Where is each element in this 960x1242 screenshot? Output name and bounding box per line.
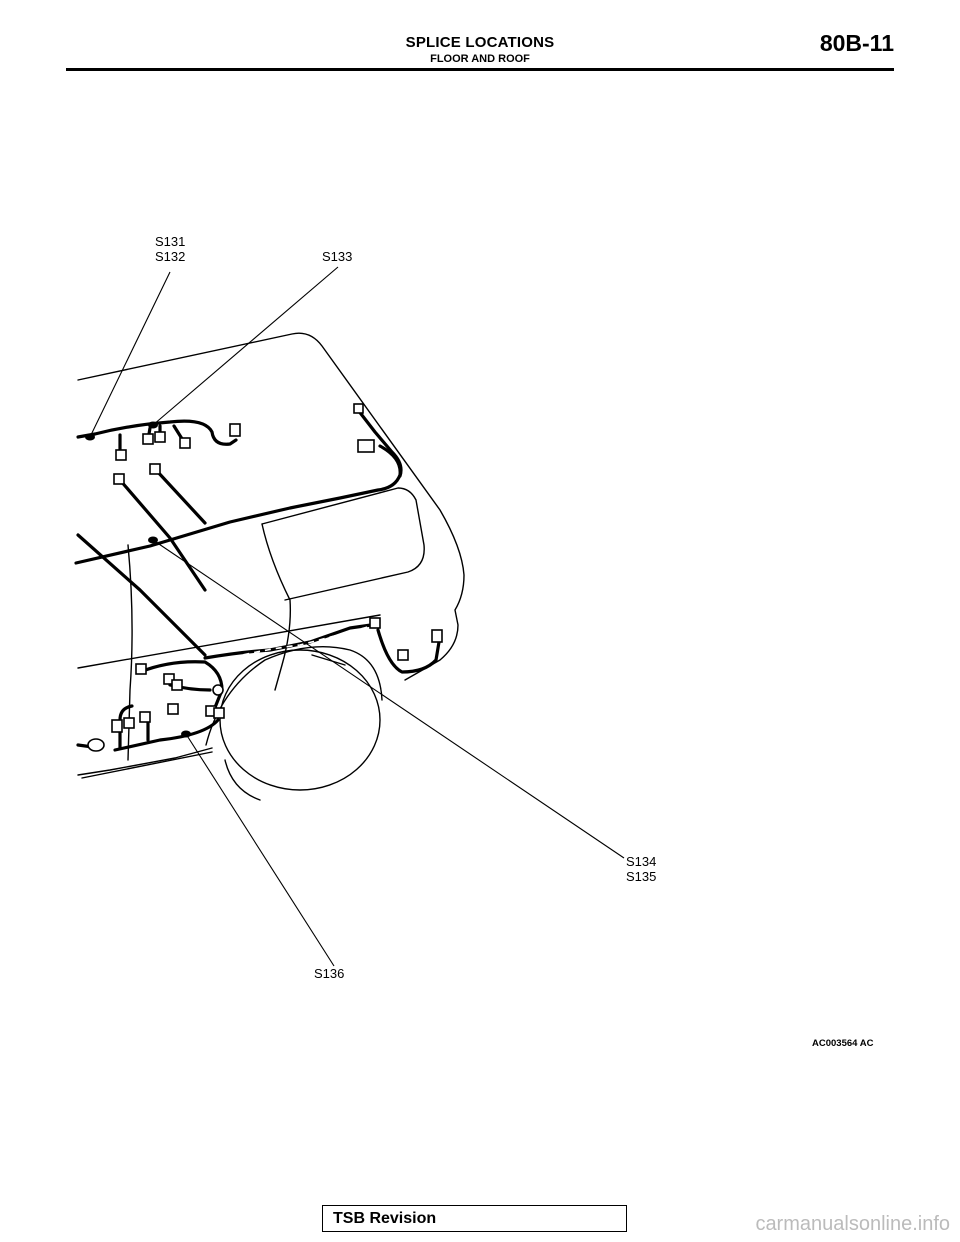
callout-s134: S134	[626, 854, 656, 869]
figure-id: AC003564 AC	[812, 1038, 874, 1049]
wiring-harness	[74, 408, 442, 752]
page-header: SPLICE LOCATIONS FLOOR AND ROOF 80B-11	[0, 0, 960, 80]
subsection-title: FLOOR AND ROOF	[430, 53, 530, 65]
callout-s132: S132	[155, 249, 185, 264]
callout-s131: S131	[155, 234, 185, 249]
vehicle-body-outline	[77, 332, 465, 801]
leader-lines	[89, 266, 625, 967]
watermark: carmanualsonline.info	[755, 1213, 950, 1235]
header-rule	[66, 68, 894, 71]
callout-s135: S135	[626, 869, 656, 884]
section-title: SPLICE LOCATIONS	[405, 34, 555, 51]
callout-s136: S136	[314, 966, 344, 981]
tsb-revision-box: TSB Revision	[322, 1205, 627, 1232]
callout-s133: S133	[322, 249, 352, 264]
tsb-revision-label: TSB Revision	[333, 1210, 437, 1227]
page-number: 80B-11	[819, 30, 894, 56]
connectors	[87, 403, 443, 752]
